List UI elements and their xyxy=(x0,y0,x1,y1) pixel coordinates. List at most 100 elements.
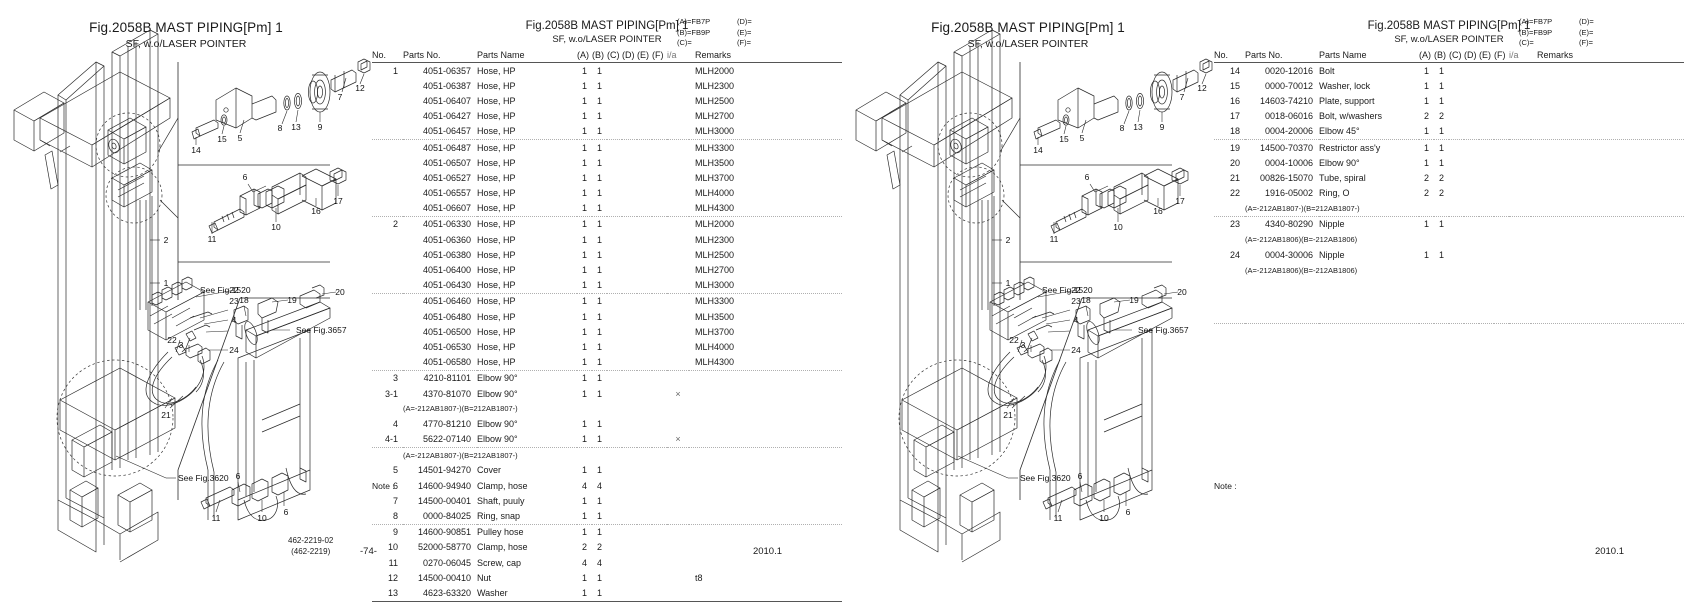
cell-qty-d xyxy=(622,463,637,478)
cell-qty-c xyxy=(1449,247,1464,262)
svg-text:14: 14 xyxy=(191,145,201,155)
table-row[interactable] xyxy=(1214,308,1684,325)
cell-qty-a: 2 xyxy=(1423,172,1429,183)
cell-ia xyxy=(1509,78,1531,93)
cell-qty-c xyxy=(607,262,622,277)
svg-text:2: 2 xyxy=(1006,235,1011,245)
parts-table-pane-left: Fig.2058B MAST PIPING[Pm] 1 SF, w.o/LASE… xyxy=(372,0,842,602)
cell-qty-b: 1 xyxy=(596,296,602,307)
cell-remarks: MLH3700 xyxy=(695,172,735,183)
table-row[interactable]: (A=-212AB1806)(B=-212AB1806) xyxy=(1214,262,1684,277)
cell-no xyxy=(372,170,403,185)
cell-qty-d xyxy=(622,63,637,79)
table-row[interactable]: (A=-212AB1807-)(B=212AB1807-) xyxy=(372,447,842,463)
cell-parts-name: Nipple xyxy=(1319,249,1345,260)
cell-parts-name: Clamp, hose xyxy=(477,480,528,491)
cell-qty-e xyxy=(637,370,652,386)
cell-no xyxy=(372,200,403,217)
cell-remarks: MLH3300 xyxy=(695,296,735,307)
ref-fig-3657-right: See Fig.3657 xyxy=(1138,325,1189,335)
cell-ia xyxy=(667,247,689,262)
table-row[interactable]: (A=-212AB1807-)(B=212AB1807-) xyxy=(372,401,842,416)
cell-ia xyxy=(667,200,689,217)
svg-text:22: 22 xyxy=(167,335,177,345)
cell-parts-no xyxy=(1245,293,1319,308)
cell-qty-d xyxy=(622,186,637,201)
cell-qty-e xyxy=(637,232,652,247)
cell-qty-b: 4 xyxy=(596,557,602,568)
cell-qty-b: 1 xyxy=(596,234,602,245)
doc-number-secondary: (462-2219) xyxy=(291,547,331,556)
cell-qty-c xyxy=(1449,170,1464,185)
cell-ia xyxy=(667,109,689,124)
cell-qty-b: 1 xyxy=(596,265,602,276)
cell-qty-e xyxy=(1479,123,1494,140)
cell-qty-e xyxy=(637,247,652,262)
cell-qty-d xyxy=(622,478,637,493)
table-row[interactable] xyxy=(1214,293,1684,308)
cell-qty-b: 1 xyxy=(1438,249,1444,260)
cell-no xyxy=(372,401,403,416)
cell-qty-b: 1 xyxy=(596,373,602,384)
cell-parts-name: Hose, HP xyxy=(477,65,516,76)
table-row[interactable]: (A=-212AB1806)(B=-212AB1806) xyxy=(1214,232,1684,247)
cell-no xyxy=(372,339,403,354)
table-row[interactable] xyxy=(1214,278,1684,293)
cell-qty-f xyxy=(652,416,667,431)
svg-text:11: 11 xyxy=(208,234,217,244)
cell-qty-c xyxy=(607,339,622,354)
cell-qty-a xyxy=(1419,308,1434,325)
cell-qty-a: 1 xyxy=(1423,157,1429,168)
cell-parts-name: Washer, lock xyxy=(1319,80,1371,91)
cell-qty-b: 1 xyxy=(592,277,607,294)
col-remarks-right: Remarks xyxy=(1531,49,1684,63)
table-row[interactable]: (A=-212AB1807-)(B=212AB1807-) xyxy=(1214,200,1684,217)
cell-qty-e xyxy=(1479,278,1494,293)
cell-no xyxy=(1214,293,1245,308)
svg-text:11: 11 xyxy=(212,513,221,523)
